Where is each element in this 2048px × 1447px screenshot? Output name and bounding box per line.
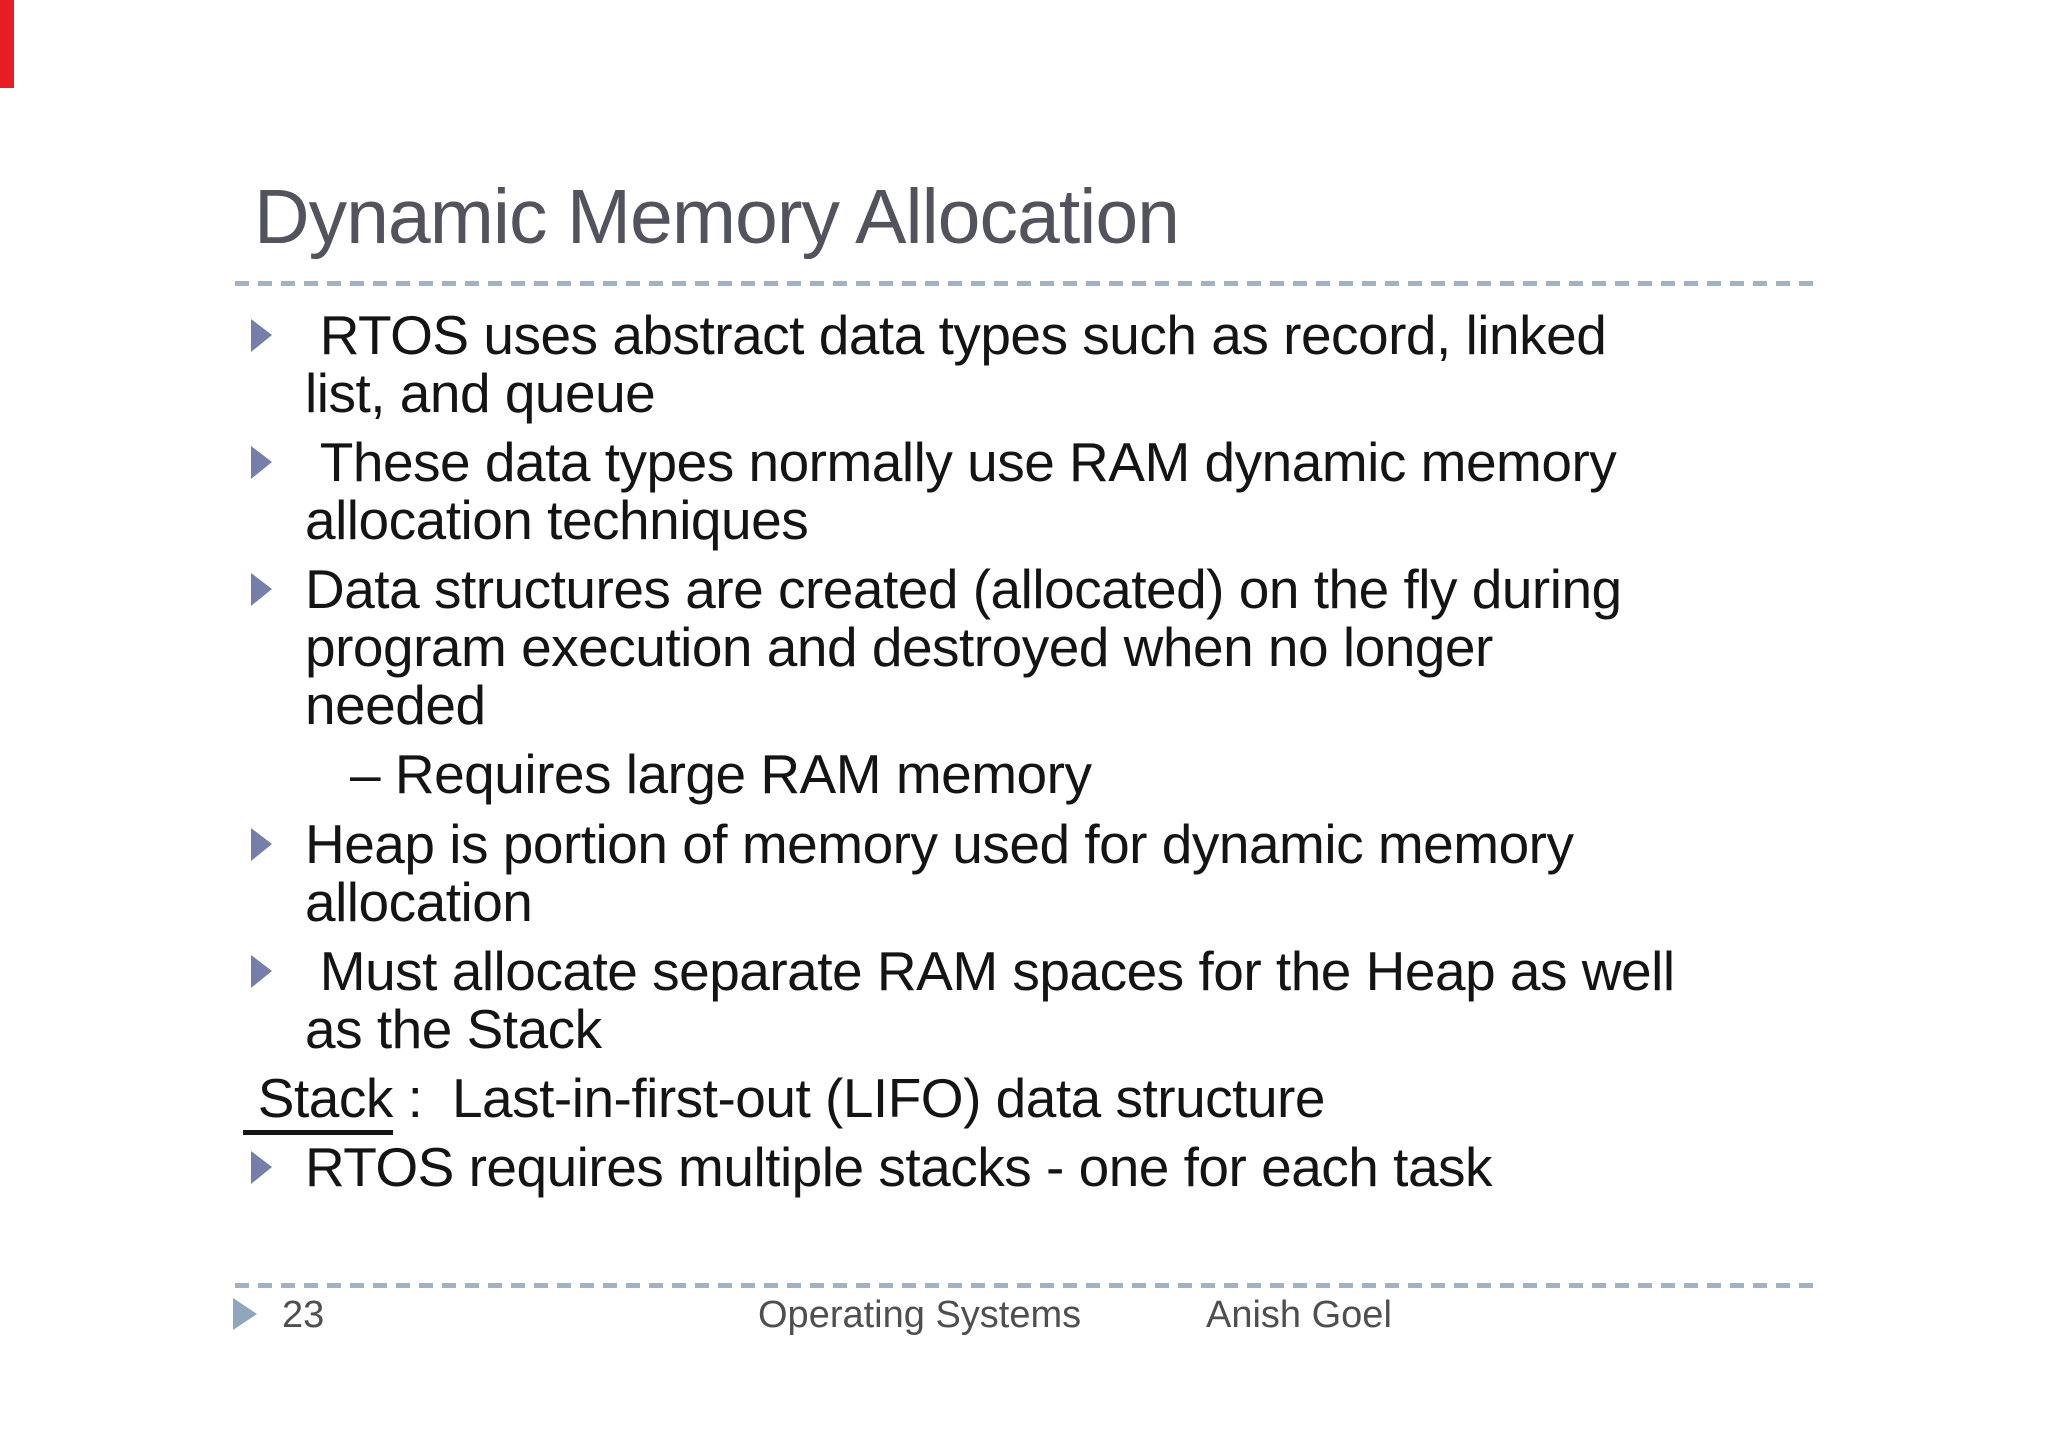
bullet-triangle-icon	[251, 955, 272, 988]
bullet-text: Data structures are created (allocated) …	[305, 558, 1622, 736]
bullet-item: RTOS uses abstract data types such as re…	[235, 306, 1835, 422]
record-indicator-bar	[0, 0, 14, 88]
bullet-item: These data types normally use RAM dynami…	[235, 433, 1835, 549]
bullet-text: RTOS uses abstract data types such as re…	[305, 304, 1607, 424]
bullet-triangle-icon	[251, 1151, 272, 1184]
bullet-triangle-icon	[251, 446, 272, 479]
footer-author-name: Anish Goel	[1206, 1294, 1392, 1336]
stack-definition-line: Stack : Last-in-first-out (LIFO) data st…	[235, 1067, 1835, 1135]
slide-body: RTOS uses abstract data types such as re…	[235, 306, 1835, 1207]
bullet-item: Heap is portion of memory used for dynam…	[235, 815, 1835, 931]
bullet-text: These data types normally use RAM dynami…	[305, 431, 1617, 551]
slide-title: Dynamic Memory Allocation	[254, 174, 1180, 260]
bullet-triangle-icon	[251, 573, 272, 606]
bullet-text: RTOS requires multiple stacks - one for …	[305, 1136, 1493, 1198]
sub-bullet-text: – Requires large RAM memory	[350, 743, 1092, 805]
bullet-item: Must allocate separate RAM spaces for th…	[235, 942, 1835, 1058]
bullet-triangle-icon	[251, 828, 272, 861]
bullet-text: Heap is portion of memory used for dynam…	[305, 813, 1574, 933]
footer-course-title: Operating Systems	[758, 1294, 1082, 1336]
footer-divider-dashed-line	[235, 1283, 1813, 1288]
bullet-item: RTOS requires multiple stacks - one for …	[235, 1138, 1835, 1196]
stack-definition-rest: : Last-in-first-out (LIFO) data structur…	[392, 1067, 1326, 1129]
footer-triangle-icon	[233, 1298, 257, 1330]
bullet-item: Data structures are created (allocated) …	[235, 560, 1835, 734]
stack-underlined-term: Stack	[243, 1067, 393, 1135]
sub-bullet-item: – Requires large RAM memory	[235, 745, 1835, 803]
bullet-text: Must allocate separate RAM spaces for th…	[305, 940, 1675, 1060]
slide-footer: 23 Operating Systems Anish Goel	[0, 1293, 2048, 1343]
bullet-triangle-icon	[251, 319, 272, 352]
page-number: 23	[282, 1294, 325, 1336]
title-divider-dashed-line	[235, 281, 1813, 286]
